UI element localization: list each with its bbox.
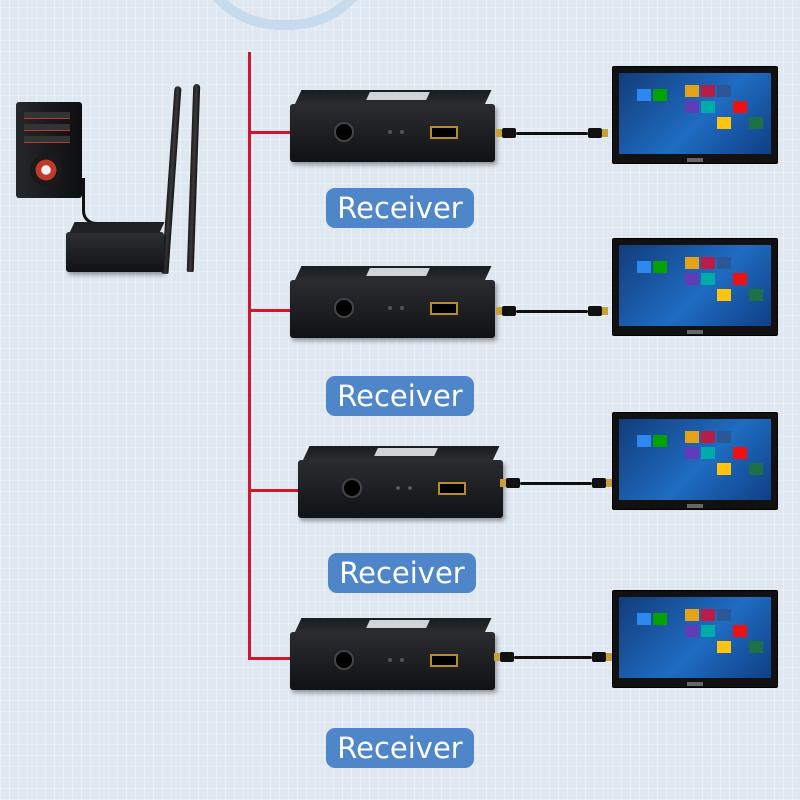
hdmi-plug-icon [592, 478, 612, 488]
pc-cable [82, 178, 125, 225]
hdmi-plug-icon [496, 128, 516, 138]
receiver-label-badge: Receiver [326, 376, 474, 416]
receiver-label-badge: Receiver [326, 728, 474, 768]
antenna-icon [161, 85, 182, 275]
antenna-icon [186, 83, 201, 273]
receiver-device [298, 446, 503, 518]
branch-line-1 [248, 131, 292, 134]
receiver-label-badge: Receiver [328, 553, 476, 593]
transmitter-device [66, 222, 165, 272]
hdmi-plug-icon [496, 306, 516, 316]
monitor-display [612, 66, 778, 164]
hdmi-cable [516, 132, 588, 135]
hdmi-cable [516, 310, 588, 313]
monitor-display [612, 590, 778, 688]
hdmi-cable [514, 656, 592, 659]
hdmi-plug-icon [494, 652, 514, 662]
computer-tower-icon [16, 102, 82, 198]
receiver-device [290, 266, 495, 338]
branch-line-4 [248, 657, 292, 660]
hdmi-cable [520, 482, 592, 485]
wifi-arc-decoration [190, 0, 380, 30]
receiver-label-badge: Receiver [326, 188, 474, 228]
hdmi-plug-icon [500, 478, 520, 488]
monitor-display [612, 412, 778, 510]
receiver-device [290, 618, 495, 690]
receiver-device [290, 90, 495, 162]
branch-line-3 [248, 489, 300, 492]
branch-line-2 [248, 309, 292, 312]
hdmi-plug-icon [588, 306, 608, 316]
hdmi-plug-icon [592, 652, 612, 662]
hdmi-plug-icon [588, 128, 608, 138]
monitor-display [612, 238, 778, 336]
signal-bus-line [248, 52, 251, 660]
